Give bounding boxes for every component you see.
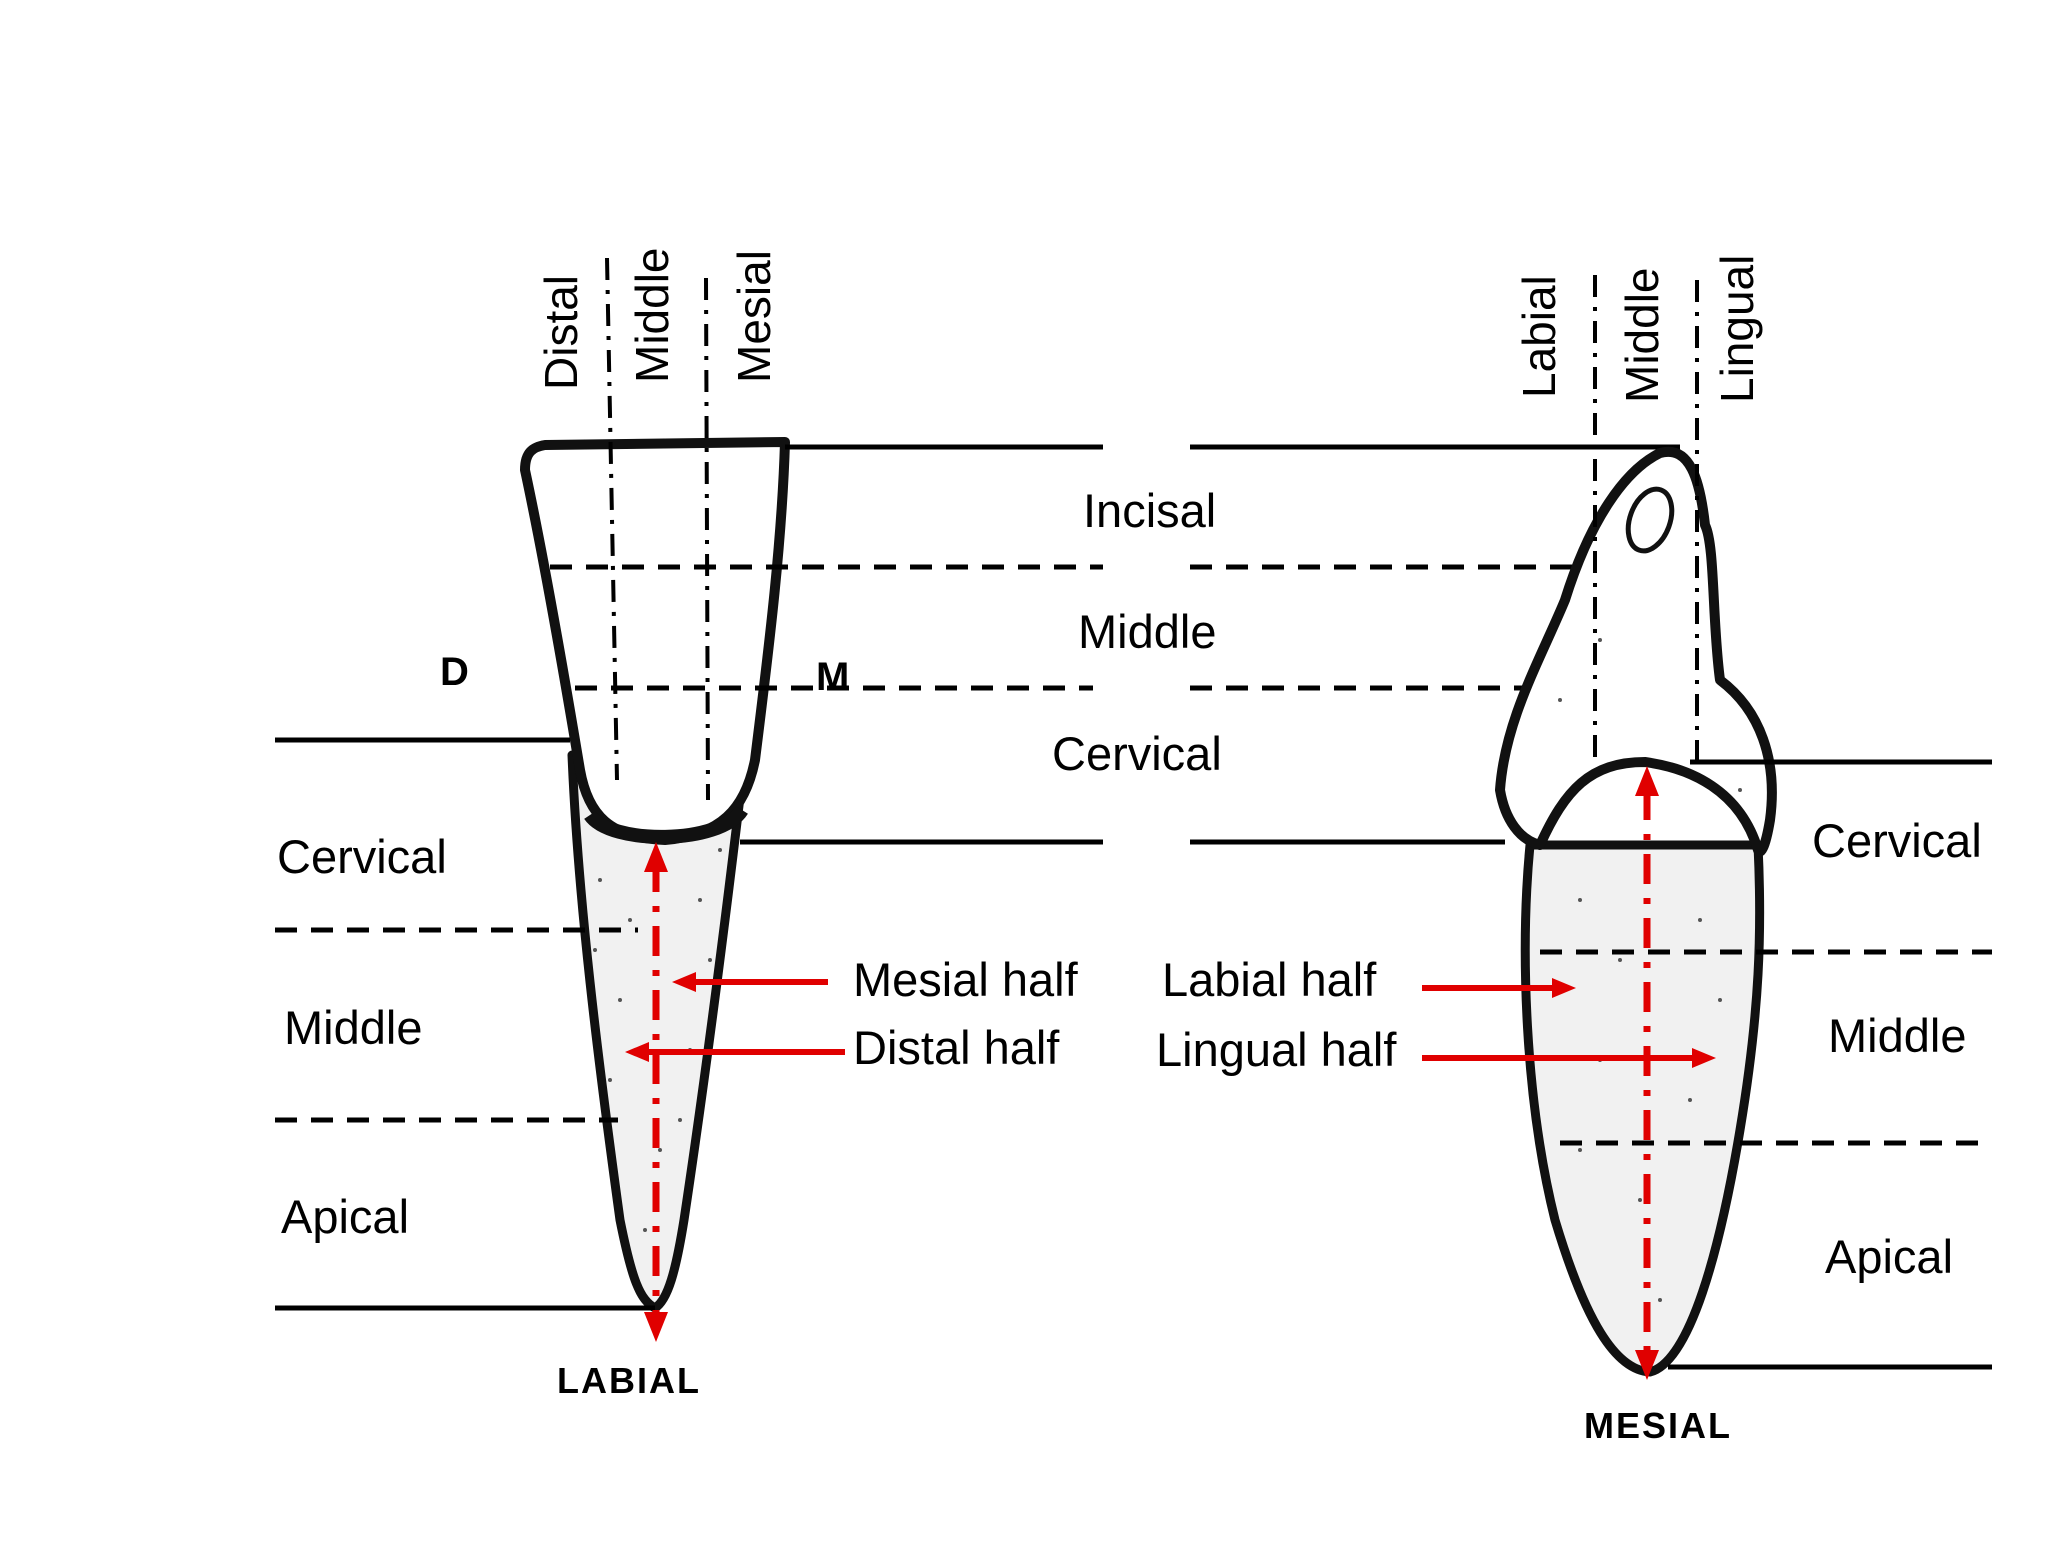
left-middle-mesial-line (704, 277, 710, 801)
left-caption-labial: LABIAL (557, 1360, 701, 1401)
lingual-half-arrowhead (1692, 1048, 1716, 1068)
left-axis-arrowhead-top (644, 842, 668, 872)
labial-half-arrowhead (1552, 978, 1576, 998)
right-axis-arrowhead-top (1635, 766, 1659, 796)
left-marker-m: M (816, 655, 849, 699)
left-zone-cervical: Cervical (277, 830, 447, 883)
left-crown (520, 437, 790, 845)
left-top-label-mesial: Mesial (728, 250, 780, 383)
mesial-half-arrowhead (672, 972, 696, 992)
label-lingual-half: Lingual half (1156, 1023, 1397, 1076)
right-zone-middle: Middle (1828, 1009, 1966, 1062)
center-label-middle: Middle (1078, 605, 1216, 658)
left-top-label-middle: Middle (626, 247, 678, 383)
label-mesial-half: Mesial half (853, 953, 1079, 1006)
label-labial-half: Labial half (1162, 953, 1377, 1006)
left-top-label-distal: Distal (535, 275, 587, 390)
distal-half-arrowhead (625, 1042, 649, 1062)
left-tooth (520, 437, 790, 1313)
right-stipple (1558, 638, 1742, 1302)
left-cej-line (584, 805, 748, 844)
right-crown (1495, 446, 1777, 857)
right-top-label-middle: Middle (1616, 267, 1668, 403)
left-axis-arrowhead-bottom (644, 1312, 668, 1342)
label-distal-half: Distal half (853, 1021, 1060, 1074)
left-marker-d: D (440, 650, 469, 694)
right-caption-mesial: MESIAL (1584, 1405, 1732, 1446)
left-zone-apical: Apical (281, 1190, 409, 1243)
right-crown-highlight (1625, 486, 1675, 554)
right-zone-apical: Apical (1825, 1230, 1953, 1283)
left-root (567, 750, 750, 1313)
right-top-label-lingual: Lingual (1711, 255, 1763, 403)
right-top-label-labial: Labial (1513, 275, 1565, 398)
center-label-incisal: Incisal (1083, 484, 1216, 537)
right-zone-cervical: Cervical (1812, 814, 1982, 867)
right-tooth (1495, 446, 1777, 1377)
right-root (1520, 840, 1765, 1377)
center-label-cervical: Cervical (1052, 727, 1222, 780)
left-distal-middle-line (605, 257, 619, 781)
right-axis-arrowhead-bottom (1635, 1350, 1659, 1380)
left-zone-middle: Middle (284, 1001, 422, 1054)
